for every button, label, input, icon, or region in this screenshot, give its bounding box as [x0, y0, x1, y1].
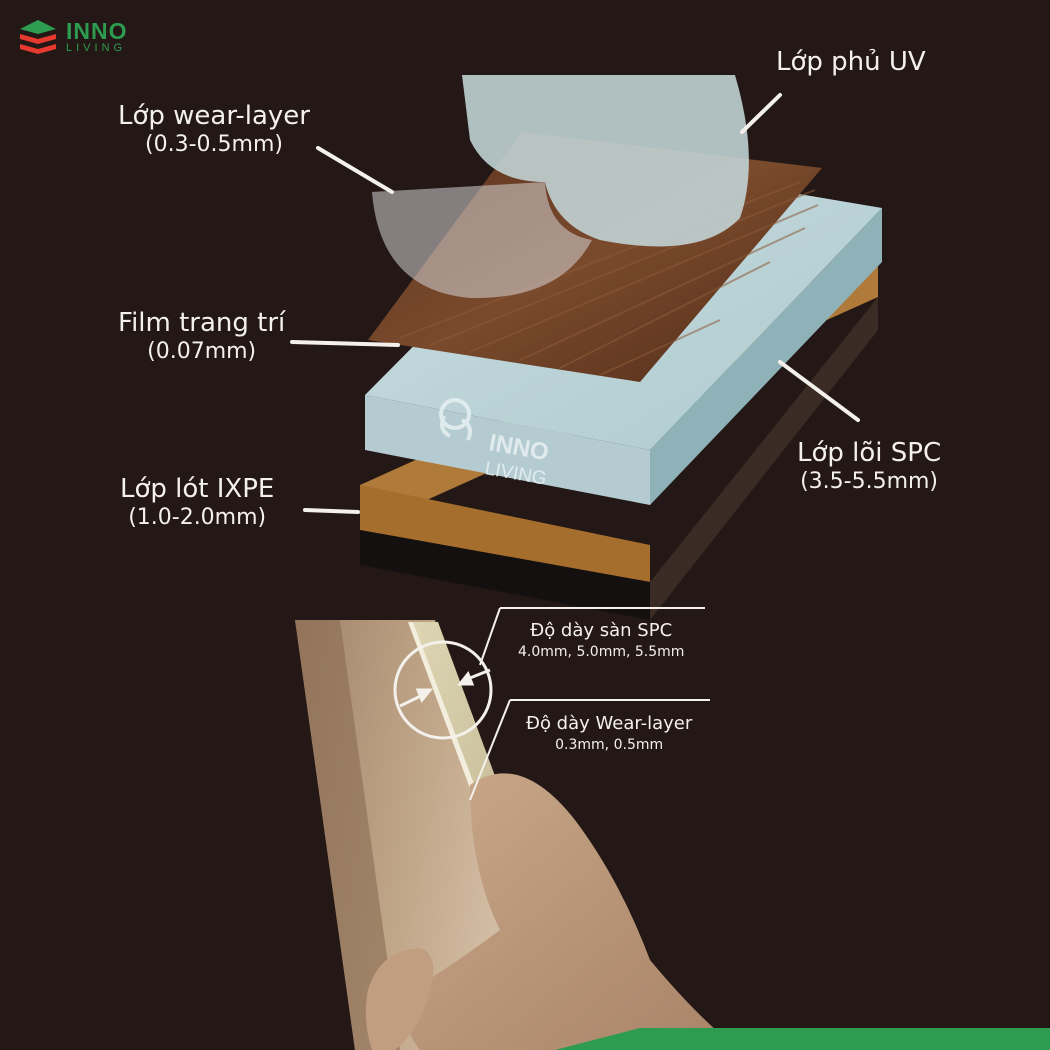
film-leader-line [290, 340, 400, 347]
brand-sub: LIVING [66, 42, 127, 54]
wear-thickness-value: 0.3mm, 0.5mm [555, 737, 664, 754]
wear-layer-title: Lớp wear-layer [118, 101, 310, 131]
wear-detail-leader-line [469, 699, 511, 801]
decor-film-value: (0.07mm) [147, 339, 257, 365]
spc-core-title: Lớp lõi SPC [797, 438, 942, 468]
wear-leader-line [316, 146, 394, 194]
wear-thickness-title: Độ dày Wear-layer [526, 713, 693, 734]
detail-magnifier-circle [393, 640, 493, 740]
uv-coating-title: Lớp phủ UV [776, 47, 926, 77]
spc-thickness-value: 4.0mm, 5.0mm, 5.5mm [518, 644, 685, 661]
wear-layer-label: Lớp wear-layer (0.3-0.5mm) [118, 101, 310, 159]
spc-thickness-label: Độ dày sàn SPC 4.0mm, 5.0mm, 5.5mm [518, 619, 684, 662]
hand [365, 773, 740, 1050]
watermark-logo-icon [439, 398, 472, 441]
decor-film-title: Film trang trí [118, 308, 286, 338]
uv-coating-sheet [462, 75, 749, 247]
ixpe-leader-line [303, 508, 360, 514]
spc-thickness-title: Độ dày sàn SPC [530, 620, 673, 641]
decor-film-label: Film trang trí (0.07mm) [118, 308, 285, 366]
spc-core-value: (3.5-5.5mm) [800, 469, 939, 495]
ixpe-underlay-title: Lớp lót IXPE [120, 474, 275, 504]
core-leader-line [778, 360, 860, 422]
brand-logo: INNO LIVING [18, 18, 128, 56]
wear-thickness-label: Độ dày Wear-layer 0.3mm, 0.5mm [526, 712, 692, 755]
uv-leader-line [740, 93, 782, 134]
ixpe-underlay-label: Lớp lót IXPE (1.0-2.0mm) [120, 474, 274, 532]
ixpe-underlay-value: (1.0-2.0mm) [128, 505, 267, 531]
thickness-arrows [399, 668, 491, 708]
layers-logo-icon [20, 20, 56, 54]
wear-layer-value: (0.3-0.5mm) [145, 132, 283, 158]
green-accent-corner [555, 1028, 1050, 1050]
uv-coating-label: Lớp phủ UV [776, 47, 926, 78]
spc-core-label: Lớp lõi SPC (3.5-5.5mm) [797, 438, 941, 496]
wear-layer-sheet [372, 182, 592, 299]
thickness-leader-line [479, 607, 501, 666]
brand-name: INNO [66, 18, 128, 44]
